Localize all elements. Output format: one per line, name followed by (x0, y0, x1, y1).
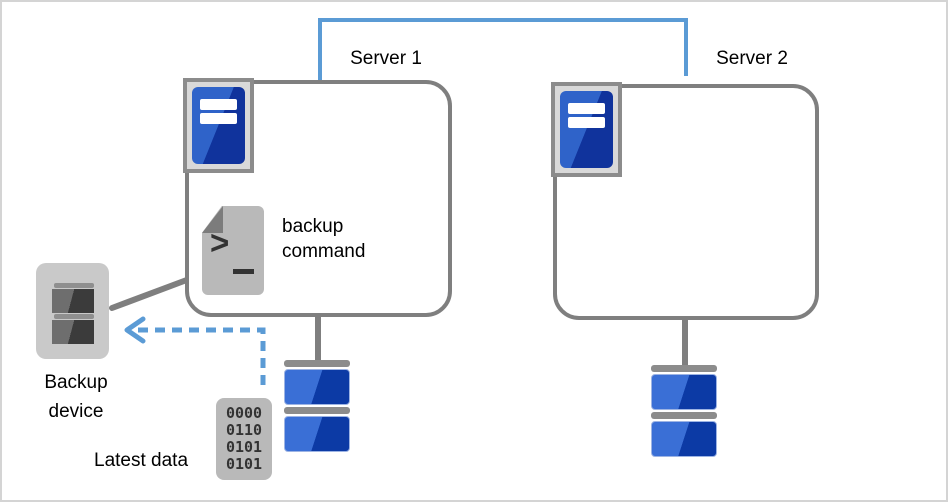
binary-row: 0000 (225, 404, 263, 422)
server1-disk-icon (284, 360, 350, 454)
disk-cap-bar (284, 407, 350, 414)
disk-platter (651, 374, 717, 410)
binary-row: 0101 (225, 438, 263, 456)
backup-device-icon (36, 263, 109, 359)
server2-disk-icon (651, 365, 717, 459)
device-drive-slot (52, 289, 94, 313)
tower-slot-bar (200, 113, 237, 124)
server-tower-icon (192, 87, 245, 164)
server1-icon (183, 78, 254, 173)
server2-label: Server 2 (716, 48, 788, 69)
binary-row: 0110 (225, 421, 263, 439)
device-to-server1-line (109, 275, 195, 311)
terminal-prompt-glyph: > (210, 224, 230, 261)
disk-platter (284, 416, 350, 452)
tower-slot-bar (568, 103, 605, 114)
disk-cap-bar (651, 365, 717, 372)
backup-command-icon: > (202, 206, 264, 295)
disk-cap-bar (284, 360, 350, 367)
server-tower-icon (560, 91, 613, 168)
backup-device-label: Backup device (44, 372, 108, 422)
backup-command-label: backup command (282, 216, 366, 262)
backup-flow-dashed-arrow (138, 327, 266, 389)
terminal-cursor-icon (233, 269, 254, 274)
latest-data-icon: 0000 0110 0101 0101 (216, 398, 272, 480)
binary-row: 0101 (225, 455, 263, 473)
backup-flow-arrowhead-icon (124, 316, 146, 344)
disk-platter (651, 421, 717, 457)
server1-label: Server 1 (350, 48, 422, 69)
tower-slot-bar (568, 117, 605, 128)
device-drive-slot (52, 320, 94, 344)
latest-data-label: Latest data (94, 450, 189, 471)
device-slot-bar (54, 283, 94, 288)
device-slot-bar (54, 314, 94, 319)
disk-platter (284, 369, 350, 405)
tower-slot-bar (200, 99, 237, 110)
server2-icon (551, 82, 622, 177)
disk-cap-bar (651, 412, 717, 419)
